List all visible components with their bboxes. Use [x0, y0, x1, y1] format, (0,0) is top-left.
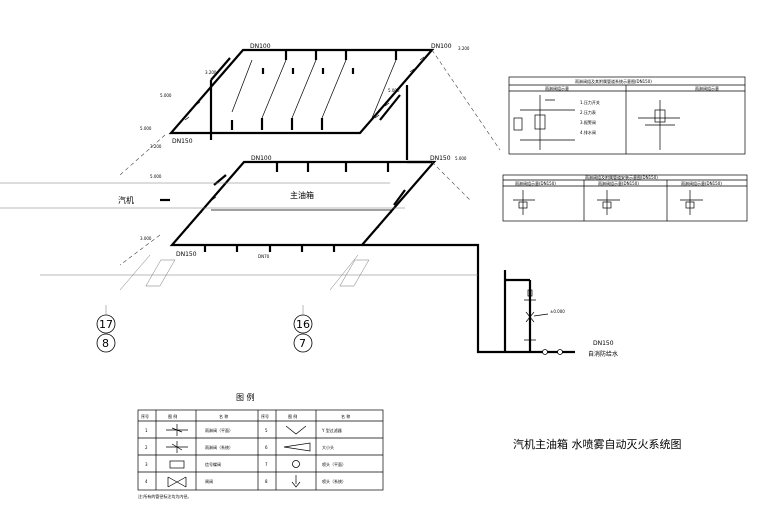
legend-row-num: 1	[145, 428, 148, 433]
detail-1-cell-right: 雨淋阀组示意	[695, 85, 719, 91]
elevation-tag: 5.000	[455, 156, 467, 161]
label-dn100-top: DN100	[250, 43, 271, 50]
legend-header: 序号	[141, 413, 149, 419]
detail-panel-1: 雨淋阀组及其附属管道系统示意图(DN150) 雨淋阀组示意 雨淋阀组示意 1.压…	[508, 76, 746, 155]
label-dn70: DN70	[258, 254, 270, 259]
legend-title: 图 例	[236, 392, 255, 402]
detail-2-cell: 雨淋阀组示意(DN150)	[515, 180, 556, 186]
legend-header: 名 称	[341, 413, 350, 419]
detail-1-title: 雨淋阀组及其附属管道系统示意图(DN150)	[575, 78, 652, 84]
inlet-note: 自消防给水	[588, 350, 618, 358]
elevation-tag: 5.000	[140, 126, 152, 131]
elevation-tag: ±0.000	[550, 309, 565, 314]
legend-row-name: 闸阀	[205, 478, 213, 484]
legend-header: 图 例	[168, 413, 177, 419]
detail-panel-2: 雨淋阀组及附属管道安装示意图(DN150) 雨淋阀组示意(DN150) 雨淋阀组…	[502, 174, 748, 222]
drawing-title: 汽机主油箱 水喷雾自动灭火系统图	[513, 437, 682, 451]
legend-row-name: Y 型过滤器	[321, 427, 342, 433]
axis-bubble-top: 16	[296, 318, 310, 331]
legend-row-name: 喷头（系统）	[322, 478, 346, 484]
legend-row-num: 2	[145, 445, 148, 450]
legend-row-num: 5	[265, 428, 268, 433]
elevation-tag: 5.000	[150, 174, 162, 179]
label-dn100-mid: DN100	[251, 155, 272, 162]
label-dn150-upper: DN150	[172, 138, 193, 145]
detail-2-cell: 雨淋阀组示意(DN150)	[681, 180, 722, 186]
label-dn150-lower: DN150	[176, 251, 197, 258]
legend-header: 名 称	[219, 413, 228, 419]
elevation-tag: 3.200	[205, 70, 217, 75]
feed-main-pipe	[362, 160, 575, 355]
detail-1-note: 4.排水阀	[580, 129, 596, 135]
elevation-tag: 3.000	[140, 236, 152, 241]
legend-row-num: 8	[265, 479, 268, 484]
detail-2-cell: 雨淋阀组示意(DN150)	[598, 180, 639, 186]
elevation-tags: 5.000 5.000 3.200 3.200 3.200 5.000 3.00…	[140, 46, 565, 314]
legend-row-num: 3	[145, 462, 148, 467]
legend-header: 图 例	[288, 413, 297, 419]
legend-row-name: 雨淋阀（平面）	[205, 427, 233, 433]
legend-row-name: 雨淋阀（系统）	[205, 444, 233, 450]
label-dn150-riser: DN150	[593, 340, 614, 347]
axis-bubble-top: 17	[99, 318, 113, 331]
label-dn150-mid-right: DN150	[430, 155, 451, 162]
legend-row-name: 信号蝶阀	[205, 461, 221, 467]
elevation-tag: 3.200	[150, 144, 162, 149]
elevation-tag: 5.000	[388, 88, 400, 93]
axis-bubble-bottom: 8	[102, 337, 109, 350]
detail-2-title: 雨淋阀组及附属管道安装示意图(DN150)	[585, 174, 658, 180]
legend-row-num: 7	[265, 462, 268, 467]
legend-row-num: 4	[145, 479, 148, 484]
detail-1-note: 3.报警阀	[580, 119, 596, 125]
legend-row-name: 喷头（平面）	[322, 461, 346, 467]
axis-bubble-16-7: 16 7	[293, 314, 313, 353]
label-dn100-right: DN100	[431, 43, 452, 50]
detail-1-cell-left: 雨淋阀组示意	[545, 85, 569, 91]
legend-row-name: 大小头	[322, 444, 334, 450]
axis-bubble-17-8: 17 8	[96, 314, 116, 353]
detail-1-note: 2.压力表	[580, 109, 596, 115]
detail-1-note: 1.压力开关	[580, 99, 600, 105]
elevation-tag: 3.200	[458, 46, 470, 51]
lower-spray-ring	[160, 160, 437, 252]
leader-lines	[0, 49, 501, 291]
legend-header: 序号	[261, 413, 269, 419]
axis-bubble-bottom: 7	[299, 337, 306, 350]
tank-center-label: 主油箱	[290, 190, 314, 200]
legend-note: 注:所有的管径标注均为内径。	[138, 493, 191, 499]
legend: 图 例 序号 图 例 名 称 序号 图 例 名 称 1 雨淋阀（平面） 5 Y …	[137, 392, 384, 499]
tank-left-label: 汽机	[118, 195, 134, 205]
legend-row-num: 6	[265, 445, 268, 450]
elevation-tag: 5.000	[160, 93, 172, 98]
upper-spray-ring	[168, 48, 435, 160]
